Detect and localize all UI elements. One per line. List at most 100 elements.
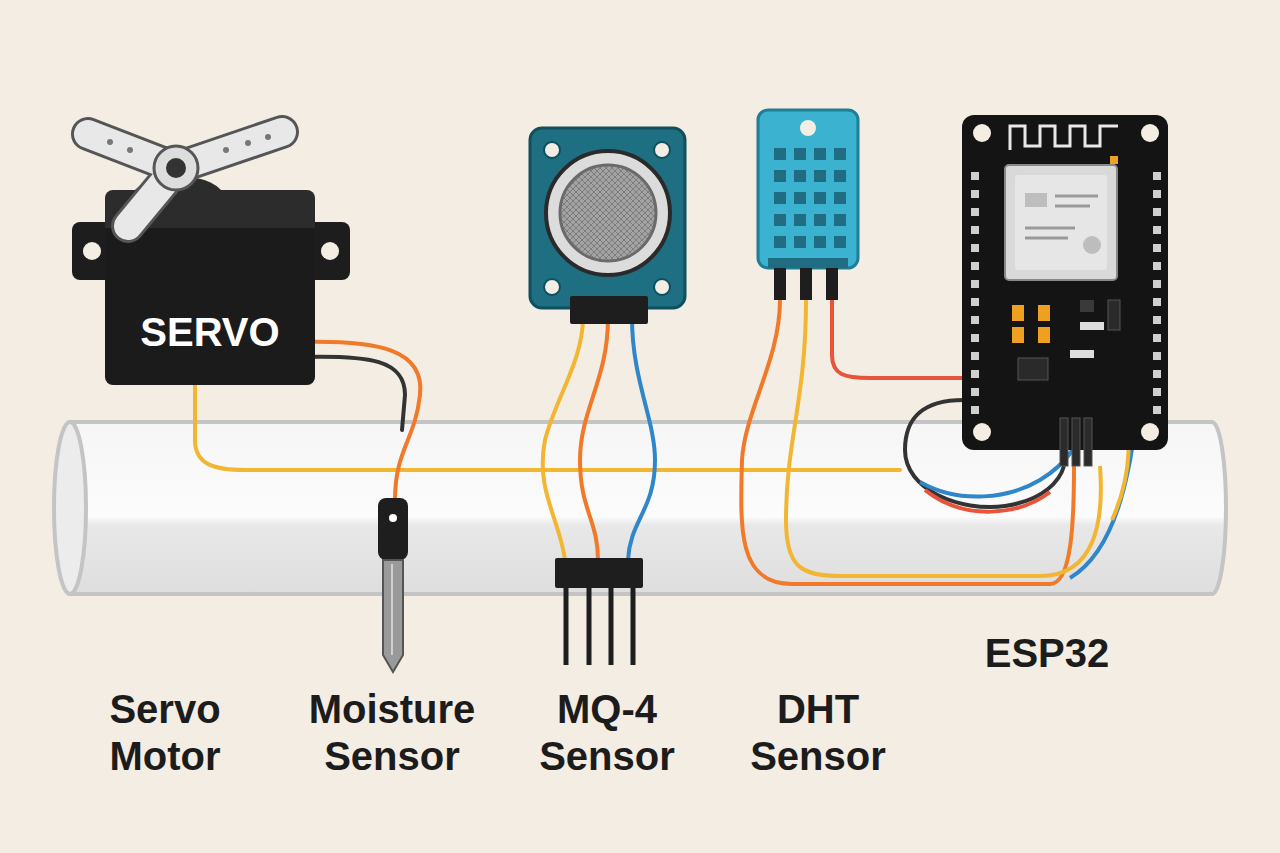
esp32-board: [1072, 418, 1080, 466]
moisture-probe: [378, 498, 408, 560]
servo-horn: [107, 139, 113, 145]
esp32-pin: [971, 316, 979, 324]
esp32-board: [1055, 195, 1098, 198]
esp32-pin: [1153, 388, 1161, 396]
esp32-pin: [971, 208, 979, 216]
esp32-pin: [971, 370, 979, 378]
servo-horn: [127, 147, 133, 153]
esp32-pin: [971, 190, 979, 198]
esp32-board: [1012, 305, 1024, 321]
mq4-connector: [555, 558, 643, 588]
mq4-board: [570, 296, 648, 324]
dht-sensor: [758, 110, 858, 300]
part-label: MQ-4 Sensor: [517, 686, 697, 780]
esp32-pin: [971, 388, 979, 396]
esp32-board: [1108, 300, 1120, 330]
mq4-wire: [543, 318, 583, 560]
esp32-board: [973, 124, 991, 142]
mq4-wire: [628, 318, 655, 560]
mq4-board: [530, 128, 685, 308]
mq4-connector: [587, 588, 592, 665]
dht-sensor: [794, 192, 806, 204]
part-label: Moisture Sensor: [282, 686, 502, 780]
dht-sensor: [794, 148, 806, 160]
dht-sensor: [814, 170, 826, 182]
component-name: SERVO: [140, 309, 279, 355]
esp32-pin: [1153, 262, 1161, 270]
moisture-probe: [383, 560, 403, 672]
esp32-board: [1110, 156, 1118, 164]
mq4-board: [654, 279, 670, 295]
esp32-pin: [971, 172, 979, 180]
mq4-connector: [564, 588, 569, 665]
esp32-pin: [971, 352, 979, 360]
esp32-board: [1038, 305, 1050, 321]
dht-sensor: [768, 258, 848, 268]
servo-horn: [154, 146, 198, 190]
esp32-board: [962, 115, 1168, 466]
esp32-pin: [1153, 190, 1161, 198]
servo-wire: [300, 357, 405, 430]
esp32-board: [1084, 418, 1092, 466]
servo-mount: [321, 242, 339, 260]
dht-sensor: [794, 170, 806, 182]
dht-sensor: [834, 148, 846, 160]
esp32-pin: [1153, 352, 1161, 360]
mq4-board: [544, 279, 560, 295]
servo-horn: [223, 147, 229, 153]
esp32-pin: [971, 172, 1161, 414]
mq4-connector: [609, 588, 614, 665]
esp32-board: [962, 115, 1168, 450]
esp32-pin: [1153, 226, 1161, 234]
esp32-pin: [1153, 280, 1161, 288]
esp32-board: [1015, 175, 1107, 270]
moisture-probe: [389, 514, 397, 522]
esp32-pin: [1153, 244, 1161, 252]
esp32-board: [1010, 126, 1118, 150]
mq4-connector: [555, 558, 643, 665]
dht-sensor: [814, 214, 826, 226]
esp32-board: [1070, 350, 1094, 358]
dht-sensor: [834, 214, 846, 226]
esp32-pin: [971, 280, 979, 288]
esp32-pin: [1153, 208, 1161, 216]
pipe: [54, 422, 86, 594]
dht-sensor: [774, 192, 786, 204]
part-label: ESP32: [937, 630, 1157, 677]
mq4-board: [530, 128, 685, 324]
mq4-board: [654, 142, 670, 158]
esp32-board: [1055, 205, 1090, 208]
esp32-pin: [1153, 406, 1161, 414]
esp32-board: [1060, 418, 1068, 466]
esp32-board: [1080, 300, 1094, 312]
dht-sensor: [774, 170, 786, 182]
dht-sensor: [814, 236, 826, 248]
esp32-board: [1141, 423, 1159, 441]
esp32-pin: [971, 226, 979, 234]
dht-sensor: [834, 236, 846, 248]
moisture-probe: [391, 564, 393, 655]
dht-sensor: [758, 110, 858, 268]
servo-wire: [300, 342, 420, 500]
esp32-pin: [1153, 334, 1161, 342]
esp32-board: [973, 423, 991, 441]
esp32-pin: [1153, 172, 1161, 180]
dht-sensor: [774, 214, 786, 226]
mq4-board: [560, 165, 656, 261]
esp32-pin: [1153, 316, 1161, 324]
servo-horn: [265, 134, 271, 140]
servo-horn: [166, 158, 186, 178]
esp32-board: [1018, 358, 1048, 380]
esp32-pin: [971, 406, 979, 414]
dht-sensor: [774, 148, 786, 160]
esp32-board: [1038, 327, 1050, 343]
mq4-wire: [543, 318, 655, 560]
esp32-wire: [925, 490, 1050, 512]
esp32-pin: [971, 334, 979, 342]
dht-sensor: [814, 148, 826, 160]
servo-horn: [245, 140, 251, 146]
mq4-board: [544, 142, 560, 158]
esp32-board: [1080, 322, 1104, 330]
part-label: Servo Motor: [80, 686, 250, 780]
